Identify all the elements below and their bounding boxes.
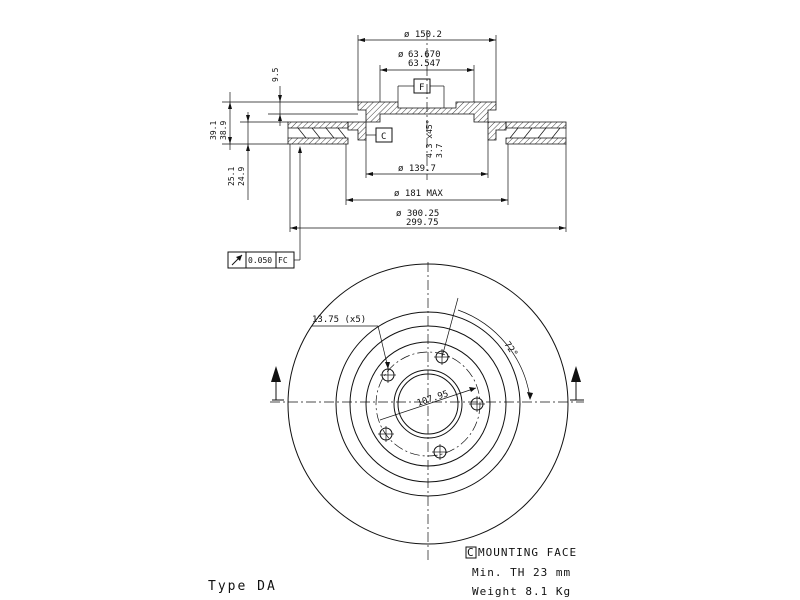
front-view: 13.75 (x5) 72° 107.95 — [270, 262, 584, 560]
arrow-300-right — [559, 226, 566, 230]
dim-total-lower: 38.9 — [219, 121, 228, 140]
dim-max: ø 181 MAX — [394, 189, 443, 199]
runout-value: 0.050 — [248, 256, 272, 265]
arrow-181-left — [346, 198, 353, 202]
dim-flange-lower: 24.9 — [237, 167, 246, 186]
arrow-63-right — [467, 68, 474, 72]
arrow-139-left — [366, 172, 373, 176]
dim-disc-upper: ø 300.25 — [396, 209, 439, 219]
friction-inner-edge — [335, 311, 521, 497]
mounting-face-box — [465, 546, 477, 559]
type-label: Type DA — [208, 579, 277, 594]
right-friction-ring-lower — [505, 137, 567, 145]
dim-hub-upper: 63.670 — [408, 50, 441, 60]
center-bore-inner — [397, 373, 459, 435]
dim-chamfer-b: 3.7 — [435, 143, 444, 158]
hat-left-wall — [347, 121, 367, 141]
mounting-face: MOUNTING FACE — [478, 546, 577, 559]
right-friction-ring — [505, 121, 567, 129]
notes: C MOUNTING FACE Min. TH 23 mm Weight 8.1… — [208, 546, 577, 598]
dim-disc-lower: 299.75 — [406, 218, 439, 228]
datum-c: C — [381, 132, 386, 142]
runout-tolerance-frame: 0.050 FC — [227, 146, 302, 269]
section-view: ø 150.2 ø 63.670 63.547 F C 4.3 x45° 3.7… — [209, 30, 567, 269]
dim-holes: 13.75 (x5) — [312, 315, 366, 325]
dim-holes-arrow — [385, 362, 390, 369]
dim-pcd: 107.95 — [416, 389, 450, 409]
angle-ref-line — [441, 297, 459, 358]
bolt-holes — [378, 349, 485, 460]
right-vent-vanes — [509, 127, 561, 139]
dim-hat-height: 9.5 — [271, 67, 280, 82]
arrow-150-right — [489, 38, 496, 42]
center-bore-outer — [393, 369, 463, 439]
runout-datum: FC — [278, 256, 288, 265]
left-friction-ring-lower — [287, 137, 349, 145]
arrow-9-5-top — [278, 95, 282, 102]
left-vent-vanes — [297, 127, 347, 139]
dim-bolt-circle: ø 139.7 — [398, 164, 436, 174]
arrow-25-top — [246, 115, 250, 122]
arrow-39-top — [228, 102, 232, 109]
runout-leader-arrow — [298, 146, 302, 153]
dim-flange-upper: 25.1 — [227, 167, 236, 186]
arrow-139-right — [481, 172, 488, 176]
min-thickness: Min. TH 23 mm — [472, 566, 571, 579]
arrow-9-5-bottom — [278, 114, 282, 121]
arrow-181-right — [501, 198, 508, 202]
dim-hub-prefix: ø — [398, 50, 404, 60]
hat-inner-ring — [365, 341, 491, 467]
hat-right-wall — [487, 121, 507, 141]
arrow-pcd — [469, 387, 476, 392]
dim-angle: 72° — [502, 340, 520, 359]
datum-f: F — [419, 83, 424, 93]
runout-arrowhead — [236, 255, 242, 261]
arrow-300-left — [290, 226, 297, 230]
dim-hub-lower: 63.547 — [408, 59, 441, 69]
dim-holes-leader — [377, 325, 389, 369]
arrow-25-bottom — [246, 144, 250, 151]
dim-chamfer: 4.3 x45° — [425, 119, 434, 158]
angle-arc — [457, 309, 531, 399]
left-friction-ring — [287, 121, 349, 129]
mounting-face-box-label: C — [467, 546, 475, 559]
arrow-63-left — [380, 68, 387, 72]
dim-total-upper: 39.1 — [209, 121, 218, 140]
dim-outer-top: ø 150.2 — [404, 30, 442, 40]
section-marker-left — [271, 366, 284, 401]
weight: Weight 8.1 Kg — [472, 585, 571, 598]
arrow-39-bottom — [228, 137, 232, 144]
section-marker-right — [570, 366, 584, 401]
hat-outer-ring — [349, 325, 507, 483]
disc-outer-edge — [287, 263, 569, 545]
dim-line-pcd — [379, 387, 477, 421]
arrow-150-left — [358, 38, 365, 42]
angle-arrow — [527, 392, 533, 400]
